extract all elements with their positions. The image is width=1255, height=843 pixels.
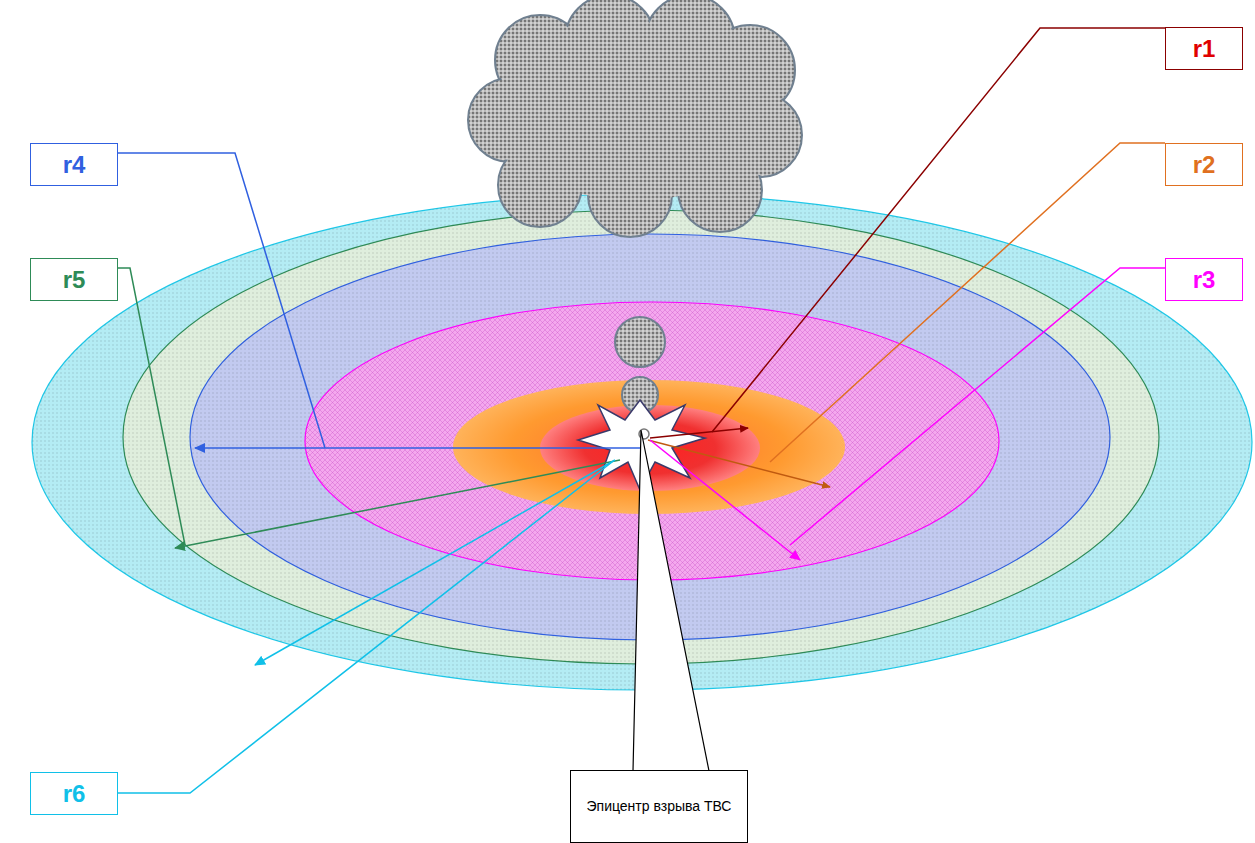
callout-text: Эпицентр взрыва ТВС: [587, 798, 732, 816]
radius-label: r1: [1165, 27, 1243, 70]
radius-name: r5: [63, 265, 86, 295]
radius-name: r1: [1193, 34, 1216, 64]
radius-label: r4: [30, 143, 118, 186]
radius-label: r6: [30, 772, 118, 815]
radius-name: r2: [1193, 150, 1216, 180]
radius-name: r4: [63, 150, 86, 180]
radius-name: r3: [1193, 265, 1216, 295]
radius-label: r2: [1165, 143, 1243, 186]
epicenter-callout: Эпицентр взрыва ТВС: [570, 770, 748, 843]
radius-label: r3: [1165, 258, 1243, 301]
radius-name: r6: [63, 779, 86, 809]
radius-label: r5: [30, 258, 118, 301]
